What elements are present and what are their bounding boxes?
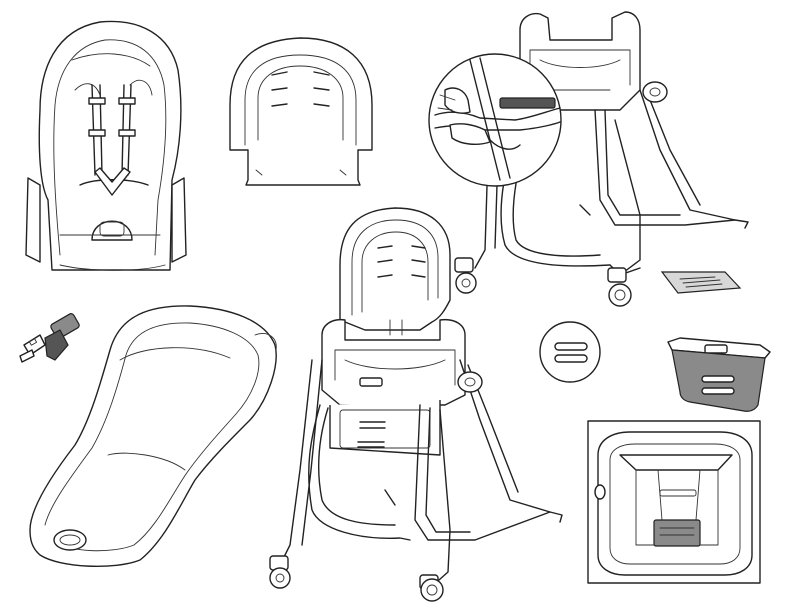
seat-top-view-icon xyxy=(587,420,761,584)
tray-insert-icon xyxy=(660,271,742,294)
buckle-icon xyxy=(19,313,80,363)
high-chair-icon xyxy=(269,207,563,602)
seat-pad-with-harness-icon xyxy=(25,20,187,271)
seat-cushion-icon xyxy=(29,305,277,567)
seat-back-insert-icon xyxy=(229,37,373,186)
slot-detail-icon xyxy=(539,321,601,383)
footrest-icon xyxy=(667,337,771,412)
high-chair-frame-icon xyxy=(428,11,749,307)
